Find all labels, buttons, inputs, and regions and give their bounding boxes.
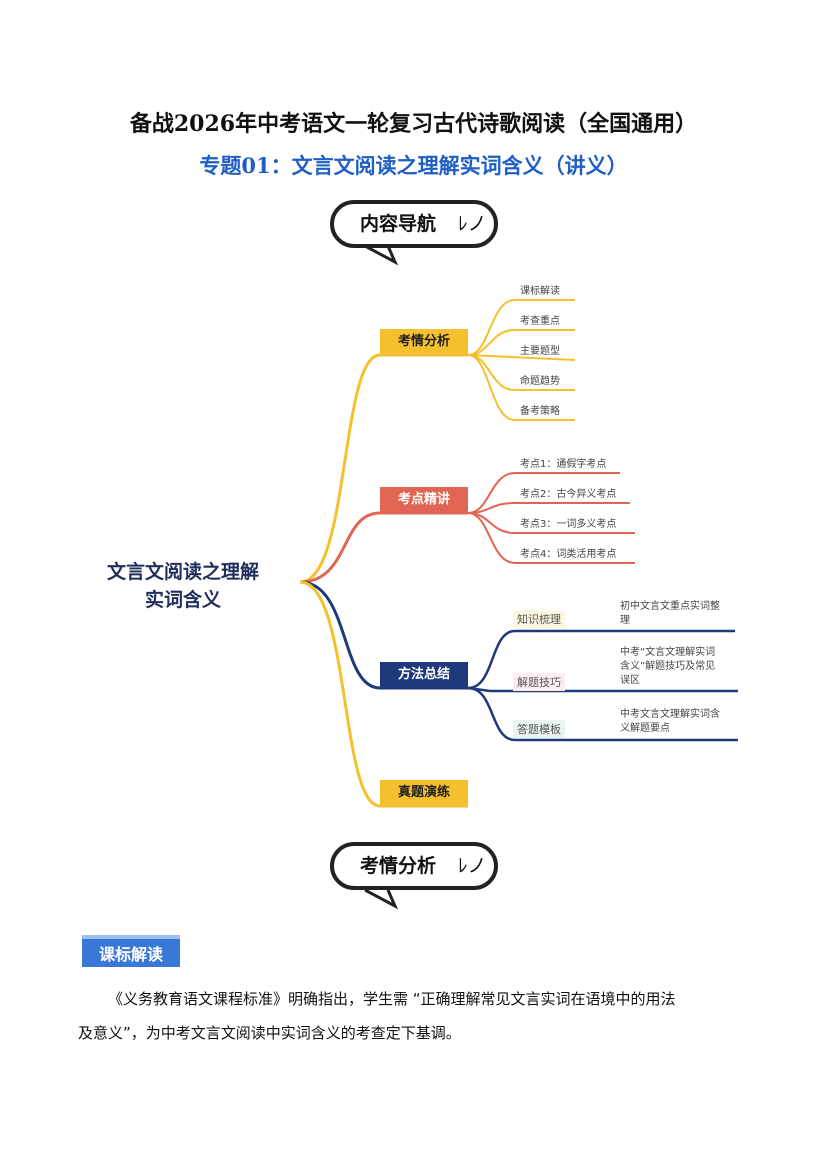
leaf: 考点4：词类活用考点 — [520, 549, 617, 560]
sub-text: 中考“文言文理解实词含义”解题技巧及常见误区 — [620, 647, 716, 686]
leaf: 考点3：一词多义考点 — [520, 519, 617, 530]
leaf: 主要题型 — [520, 346, 560, 357]
leaf: 考点1：通假字考点 — [520, 459, 607, 470]
sub-jieti: 解题技巧 — [513, 673, 565, 691]
content-nav-bubble: 内容导航 ﾚノ — [330, 200, 498, 248]
leaf: 课标解读 — [520, 286, 560, 297]
branch-fangfa: 方法总结 — [380, 662, 468, 688]
nav-bubble-label: 内容导航 — [360, 213, 437, 235]
section-bubble: 考情分析 ﾚノ — [330, 842, 498, 890]
leaf: 备考策略 — [520, 406, 560, 417]
branch-kaodian: 考点精讲 — [380, 487, 468, 513]
sub-text: 中考文言文理解实词含义解题要点 — [620, 709, 720, 734]
branch-zhenti: 真题演练 — [380, 780, 468, 806]
sub-zhishi: 知识梳理 — [513, 610, 565, 628]
section-bubble-label: 考情分析 — [360, 855, 437, 877]
leaf: 命题趋势 — [520, 376, 560, 387]
root-line-2: 实词含义 — [144, 589, 221, 611]
sub-text: 初中文言文重点实词整理 — [620, 601, 720, 626]
leaf: 考查重点 — [520, 316, 560, 327]
mindmap-root: 文言文阅读之理解 实词含义 — [88, 558, 278, 614]
paragraph-line-1: 《义务教育语文课程标准》明确指出，学生需 “正确理解常见文言实词在语境中的用法 — [108, 990, 676, 1008]
leaf: 考点2：古今异义考点 — [520, 489, 617, 500]
branch-kaoqing: 考情分析 — [380, 329, 468, 355]
root-line-1: 文言文阅读之理解 — [106, 561, 259, 583]
paragraph-line-2: 及意义”，为中考文言文阅读中实词含义的考查定下基调。 — [78, 1024, 461, 1042]
hand-icon: ﾚノ — [458, 213, 487, 235]
document-title: 备战2026年中考语文一轮复习古代诗歌阅读（全国通用） — [129, 111, 698, 137]
badge-kebiao: 课标解读 — [82, 935, 180, 967]
hand-icon: ﾚノ — [458, 855, 487, 877]
document-subtitle: 专题01：文言文阅读之理解实词含义（讲义） — [199, 153, 628, 178]
sub-dati: 答题模板 — [513, 720, 565, 738]
